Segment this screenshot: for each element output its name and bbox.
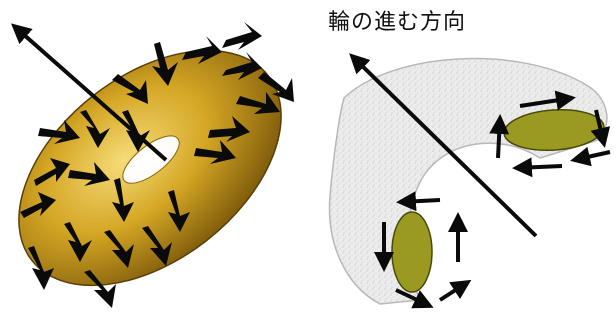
circulation-arrow (574, 152, 610, 160)
direction-caption: 輪の進む方向 (328, 4, 466, 36)
circulation-arrow (400, 200, 440, 202)
circulation-arrow (440, 282, 468, 300)
flow-arrow (222, 22, 262, 50)
circulation-arrow (498, 118, 500, 158)
lower-cross-section (392, 212, 432, 292)
white-torus-body (329, 59, 606, 304)
white-torus-group (329, 56, 610, 306)
gold-torus-group (0, 3, 325, 324)
circulation-arrow (516, 166, 562, 168)
